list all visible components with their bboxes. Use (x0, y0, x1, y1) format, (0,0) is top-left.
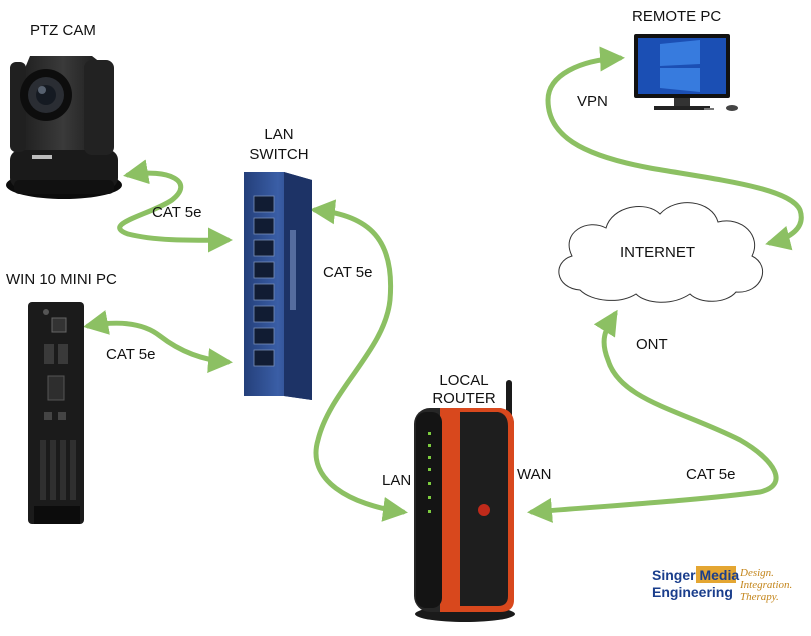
vpn-connector (545, 46, 804, 251)
switch-router-connector (310, 199, 408, 522)
router-wan-label: WAN (517, 466, 552, 483)
logo-tagline-1: Design. (740, 567, 774, 579)
remote-pc-label: REMOTE PC (632, 8, 722, 25)
router-ont-connector (527, 309, 779, 523)
company-logo: Singer Media Engineering Design. Integra… (650, 566, 800, 606)
camera-icon (6, 56, 122, 199)
local-router-label-line1: LOCAL (439, 372, 489, 389)
internet-label: INTERNET (620, 244, 695, 261)
ptz-cam-label: PTZ CAM (30, 22, 96, 39)
logo-word-singer: Singer (652, 567, 696, 583)
vpn-label: VPN (577, 93, 608, 110)
logo-background (650, 566, 736, 602)
logo-line2: Engineering (652, 584, 733, 600)
switch-router-link-label: CAT 5e (323, 264, 373, 281)
logo-word-media: Media (699, 567, 740, 583)
router-icon (414, 380, 515, 622)
cam-switch-link-label: CAT 5e (152, 204, 202, 221)
router-lan-label: LAN (382, 472, 412, 489)
lan-switch-label-line2: SWITCH (249, 146, 309, 163)
cloud-icon (558, 202, 764, 303)
logo-line1: Singer Media (652, 567, 739, 583)
lan-switch-label-line1: LAN (264, 126, 294, 143)
pc-switch-connector (83, 310, 233, 374)
router-ont-link-label: CAT 5e (686, 466, 736, 483)
pc-switch-link-label: CAT 5e (106, 346, 156, 363)
desktop-computer-icon (634, 34, 738, 111)
ont-label: ONT (636, 336, 668, 353)
mini-pc-label: WIN 10 MINI PC (6, 271, 117, 288)
local-router-label-line2: ROUTER (432, 390, 496, 407)
mini-pc-icon (28, 302, 84, 524)
logo-tagline-3: Therapy. (740, 591, 779, 603)
logo-tagline-2: Integration. (740, 579, 793, 591)
network-switch-icon (244, 172, 312, 400)
cam-switch-connector (117, 159, 233, 253)
